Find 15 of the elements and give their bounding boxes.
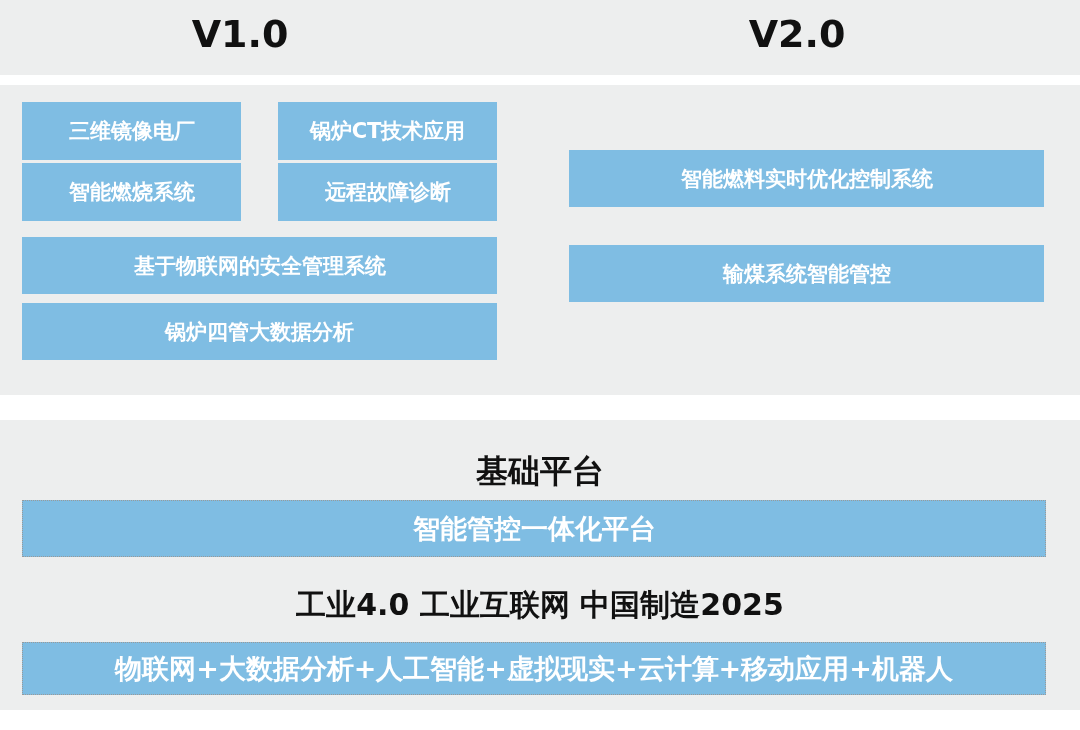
section-heading: 基础平台 [475,451,605,492]
module-box: 锅炉四管大数据分析 [22,303,497,360]
version-heading: V2.0 [747,12,847,56]
module-box: 物联网+大数据分析+人工智能+虚拟现实+云计算+移动应用+机器人 [22,642,1046,695]
module-box: 智能燃料实时优化控制系统 [569,150,1044,207]
module-box: 智能燃烧系统 [22,163,241,221]
module-box: 锅炉CT技术应用 [278,102,497,160]
module-box: 三维镜像电厂 [22,102,241,160]
version-heading: V1.0 [190,12,290,56]
module-box: 基于物联网的安全管理系统 [22,237,497,294]
module-box: 输煤系统智能管控 [569,245,1044,302]
platform-panel [0,420,1080,710]
module-box: 远程故障诊断 [278,163,497,221]
module-box: 智能管控一体化平台 [22,500,1046,557]
section-heading: 工业4.0 工业互联网 中国制造2025 [295,586,785,624]
